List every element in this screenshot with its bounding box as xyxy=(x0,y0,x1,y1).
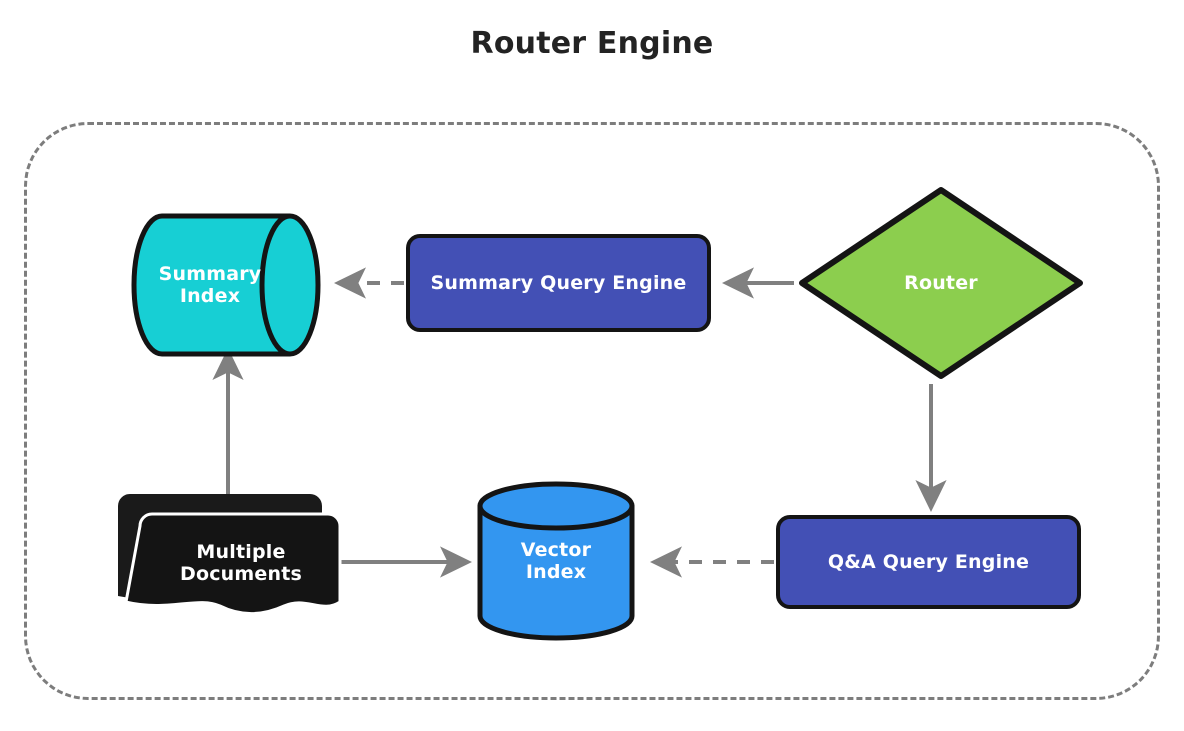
node-vector-index[interactable]: Vector Index xyxy=(476,481,636,641)
node-multiple-documents[interactable]: Multiple Documents xyxy=(114,492,344,618)
node-summary-index[interactable]: Summary Index xyxy=(130,212,322,358)
node-summary-query-engine-label: Summary Query Engine xyxy=(430,271,687,294)
node-summary-query-engine[interactable]: Summary Query Engine xyxy=(406,234,711,332)
node-qa-query-engine-label: Q&A Query Engine xyxy=(827,550,1030,573)
page-title: Router Engine xyxy=(470,26,714,61)
router-engine-boundary xyxy=(24,122,1160,700)
node-qa-query-engine[interactable]: Q&A Query Engine xyxy=(776,515,1081,609)
node-router[interactable]: Router xyxy=(796,184,1086,382)
